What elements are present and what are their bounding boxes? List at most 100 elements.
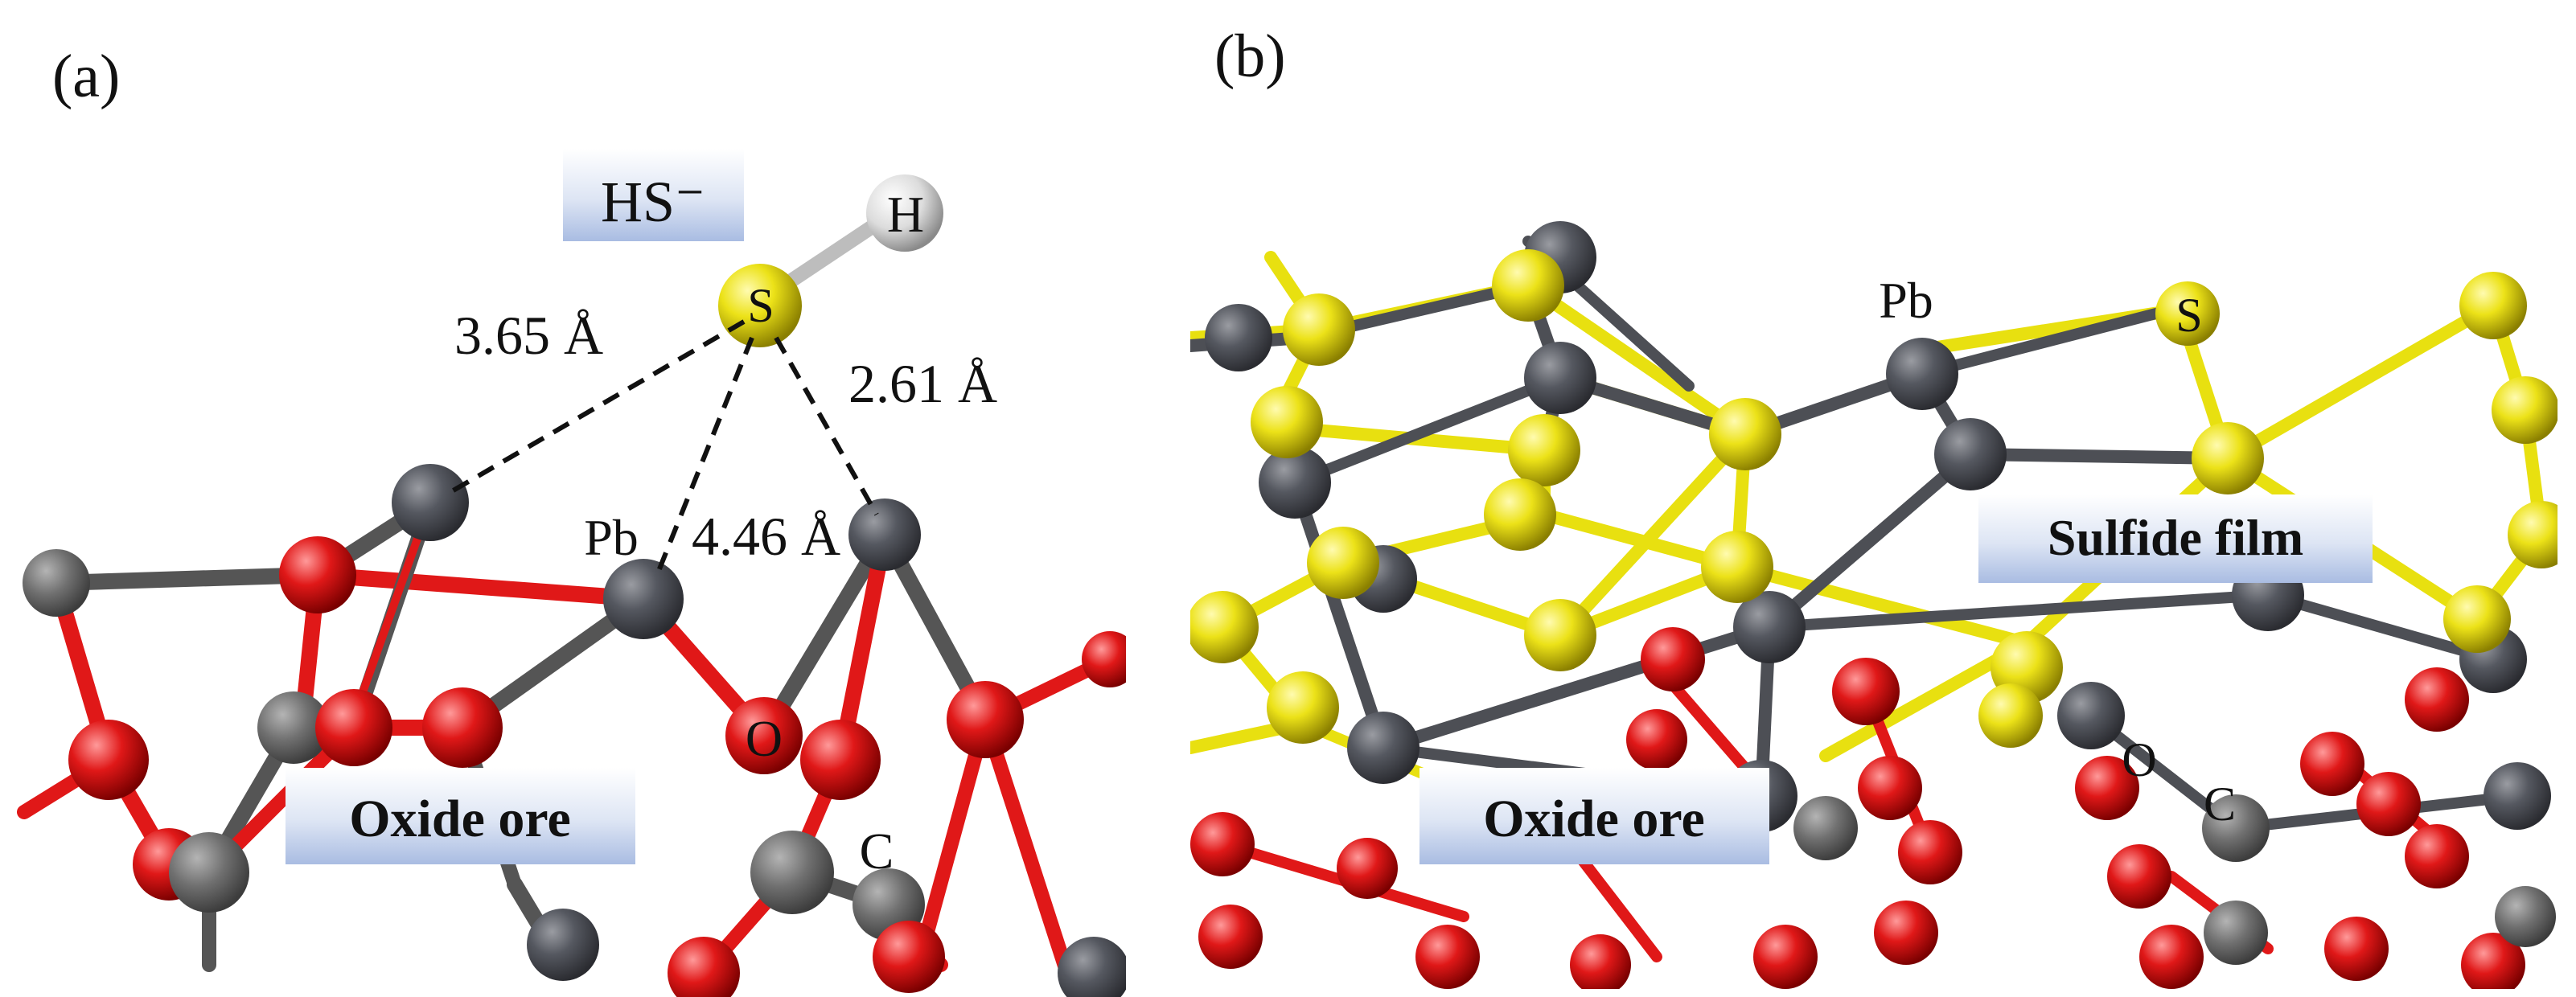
lead-atom xyxy=(1934,418,2007,490)
lead-atom xyxy=(1886,338,1958,410)
region-label-box xyxy=(286,768,635,864)
sulfur-atom xyxy=(2155,281,2220,346)
sulfur-atom xyxy=(1484,478,1556,551)
panel-b-label: (b) xyxy=(1214,23,1286,90)
oxygen-atom xyxy=(1337,838,1398,899)
distance-label-3: 4.46 Å xyxy=(692,506,840,567)
atom-c-label: C xyxy=(860,823,894,880)
oxygen-atom xyxy=(947,681,1024,758)
sulfur-atom xyxy=(1251,386,1323,458)
distance-label-2: 2.61 Å xyxy=(848,353,997,414)
oxygen-atom xyxy=(68,720,149,800)
atom-h-label: H xyxy=(887,186,924,243)
oxygen-atom xyxy=(800,720,881,800)
oxygen-atom xyxy=(2107,844,2171,909)
oxygen-atom xyxy=(2461,933,2525,989)
distance-lines xyxy=(445,319,879,581)
oxygen-atom xyxy=(2405,824,2469,888)
oxygen-atom xyxy=(873,921,945,993)
sulfur-atom xyxy=(2492,376,2558,444)
distance-label-1: 3.65 Å xyxy=(454,305,603,366)
lead-atom xyxy=(848,498,921,571)
atom-o-label: O xyxy=(746,710,783,767)
film-label-box xyxy=(1978,494,2373,583)
species-label-box xyxy=(563,149,744,241)
carbon-atom xyxy=(2204,901,2268,965)
sulfur-atom xyxy=(2508,501,2558,568)
hydrogen-atom xyxy=(866,174,943,252)
oxygen-atom xyxy=(1641,627,1705,691)
carbon-atom xyxy=(257,691,330,764)
lead-atom xyxy=(392,464,469,541)
atom-o-label: O xyxy=(2122,733,2156,786)
atom-s-label: S xyxy=(747,279,774,332)
oxygen-atom xyxy=(422,687,503,768)
oxygen-atom xyxy=(1898,820,1962,884)
carbon-atom xyxy=(1793,796,1858,860)
oxygen-atom xyxy=(2324,917,2389,981)
lead-atom xyxy=(1205,304,1272,371)
oxygen-atom xyxy=(315,689,392,766)
lead-atom xyxy=(603,559,684,639)
region-label-box xyxy=(1419,768,1769,864)
atom-pb-label: Pb xyxy=(1879,272,1933,329)
species-label: HS⁻ xyxy=(601,170,705,234)
lead-atom xyxy=(1347,712,1419,784)
lead-atom xyxy=(2057,682,2125,749)
atom-pb-label: Pb xyxy=(584,509,639,566)
sulfur-atom xyxy=(1190,591,1259,663)
oxygen-atom xyxy=(1082,631,1126,687)
sulfur-atom xyxy=(1709,398,1781,470)
oxygen-atom xyxy=(2139,925,2204,989)
lead-atom xyxy=(527,909,599,981)
film-label: Sulfide film xyxy=(2048,509,2303,566)
panel-a: HS⁻ H S Pb O C 3.65 Å 2.61 Å 4.46 Å Oxid… xyxy=(17,149,1126,997)
oxygen-atom xyxy=(1858,756,1922,820)
lead-atom xyxy=(1058,937,1126,997)
lead-atom xyxy=(2484,762,2551,830)
oxygen-atom xyxy=(1198,905,1263,969)
sulfur-atom xyxy=(1508,414,1580,486)
sulfur-atom xyxy=(1307,527,1379,599)
oxygen-atom xyxy=(2075,756,2139,820)
sulfur-atom xyxy=(1701,531,1773,603)
oxygen-atom xyxy=(2405,667,2469,732)
panel-b: Pb S O C Sulfide film Oxide ore xyxy=(1190,221,2558,989)
sulfur-atom xyxy=(2192,422,2264,494)
lead-atom xyxy=(1733,591,1806,663)
carbon-atom xyxy=(2202,794,2270,862)
oxygen-atom xyxy=(1753,925,1818,989)
panel-a-label: (a) xyxy=(52,43,120,110)
oxygen-atom xyxy=(2356,772,2421,836)
sulfur-atom xyxy=(1267,671,1339,744)
oxygen-atom xyxy=(2300,732,2364,796)
sulfur-atom xyxy=(2459,272,2527,339)
atom-s-label: S xyxy=(2175,289,2202,342)
oxygen-atom xyxy=(668,937,740,997)
oxygen-atom xyxy=(1626,709,1687,770)
sulfur-atom xyxy=(1978,683,2043,748)
oxygen-atom xyxy=(1190,812,1255,876)
atoms-b xyxy=(1190,221,2558,989)
sulfur-atom xyxy=(1283,293,1355,366)
sulfur-atom xyxy=(1524,599,1596,671)
oxygen-atom xyxy=(1874,901,1938,965)
region-label: Oxide ore xyxy=(349,790,571,848)
carbon-atom xyxy=(2495,886,2556,947)
oxygen-atom xyxy=(1832,658,1900,725)
sulfur-atom xyxy=(1492,249,1564,322)
atom-c-label: C xyxy=(2204,777,2236,831)
region-label: Oxide ore xyxy=(1483,790,1705,848)
carbon-atom xyxy=(750,831,834,914)
lead-atom xyxy=(1259,446,1331,519)
atoms-a xyxy=(23,174,1126,997)
lead-atom xyxy=(1524,342,1596,414)
oxygen-atom xyxy=(725,697,803,774)
oxygen-atom xyxy=(279,536,356,613)
oxygen-atom xyxy=(1415,925,1480,989)
carbon-atom xyxy=(169,832,249,913)
sulfur-atom xyxy=(2443,585,2511,653)
oxygen-atom xyxy=(1570,934,1631,989)
carbon-atom xyxy=(23,549,90,617)
